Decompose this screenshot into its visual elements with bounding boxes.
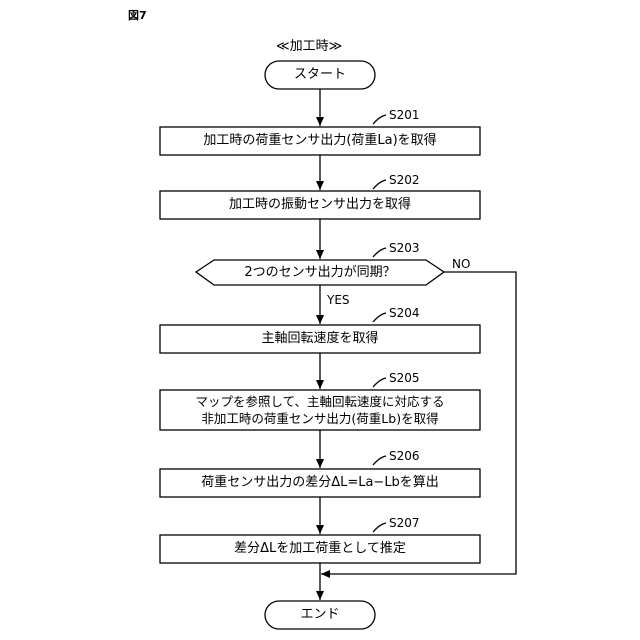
step-id-s204: S204	[389, 307, 420, 319]
leader-s203	[373, 248, 386, 257]
step-id-s201: S201	[389, 109, 420, 121]
step-id-s203: S203	[389, 242, 420, 254]
step-s207-text: 差分ΔLを加工荷重として推定	[160, 542, 480, 555]
leader-s206	[373, 456, 386, 465]
step-s204-text: 主軸回転速度を取得	[160, 332, 480, 345]
start-label: スタート	[0, 68, 640, 81]
step-s201-text: 加工時の荷重センサ出力(荷重La)を取得	[160, 134, 480, 147]
step-s205-text-line2: 非加工時の荷重センサ出力(荷重Lb)を取得	[160, 413, 480, 426]
step-s205-text-line1: マップを参照して、主軸回転速度に対応する	[160, 396, 480, 409]
leader-s205	[373, 378, 386, 387]
leader-s207	[373, 523, 386, 532]
figure-label: 図7	[128, 10, 147, 21]
leader-s204	[373, 313, 386, 322]
step-id-s206: S206	[389, 450, 420, 462]
leader-s202	[373, 180, 386, 189]
step-s202-text: 加工時の振動センサ出力を取得	[160, 198, 480, 211]
branch-yes-label: YES	[327, 294, 350, 306]
step-id-s207: S207	[389, 517, 420, 529]
branch-no-label: NO	[452, 258, 470, 270]
step-id-s205: S205	[389, 372, 420, 384]
step-s206-text: 荷重センサ出力の差分ΔL=La−Lbを算出	[160, 476, 480, 489]
diagram-title: ≪加工時≫	[276, 40, 342, 53]
step-id-s202: S202	[389, 174, 420, 186]
end-label: エンド	[0, 608, 640, 621]
step-s203-text: 2つのセンサ出力が同期？	[160, 266, 480, 279]
leader-s201	[373, 115, 386, 124]
